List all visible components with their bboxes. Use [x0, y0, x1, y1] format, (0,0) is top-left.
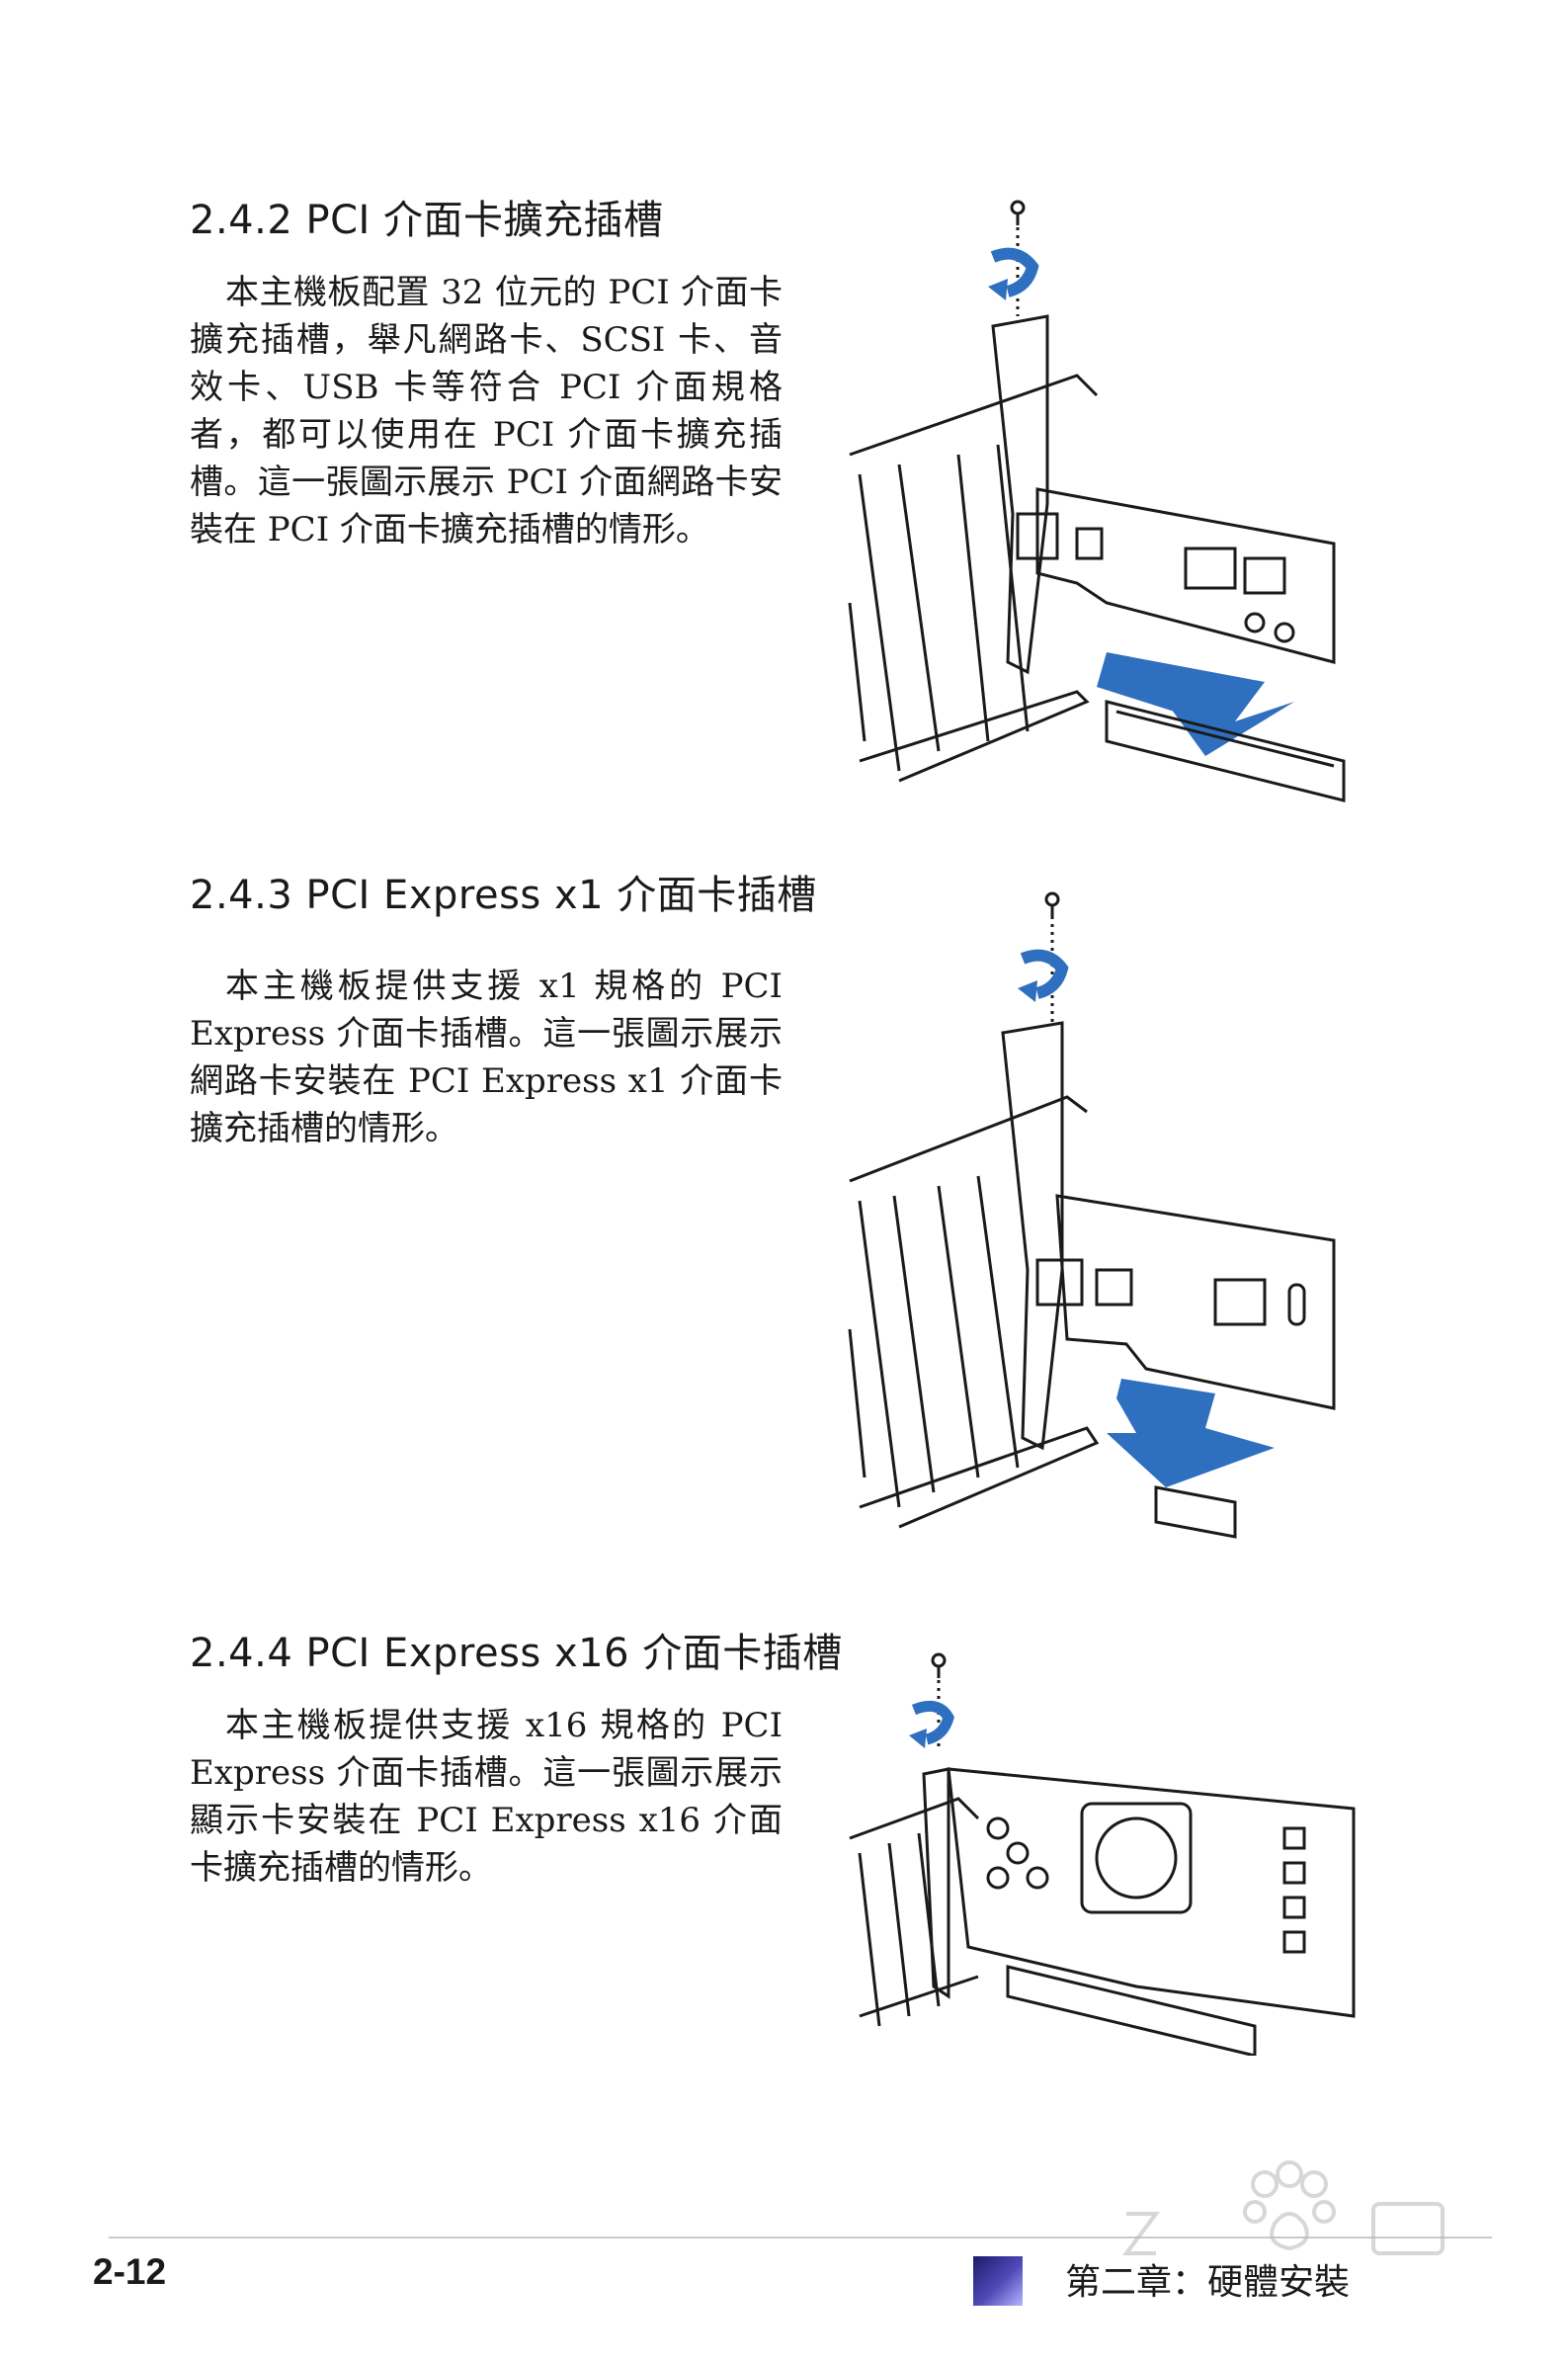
chapter-marker-icon: [973, 2256, 1023, 2306]
section-paragraph-pci: 本主機板配置 32 位元的 PCI 介面卡擴充插槽，舉凡網路卡、SCSI 卡、音…: [190, 273, 783, 549]
page-number: 2-12: [93, 2251, 167, 2292]
footer-divider: [109, 2237, 1492, 2238]
pcie-x16-card-install-illustration: [840, 1641, 1373, 2056]
section-heading-pci: 2.4.2 PCI 介面卡擴充插槽: [190, 198, 664, 243]
chapter-title: 第二章：硬體安裝: [1065, 2262, 1351, 2303]
section-paragraph-pcie-x1: 本主機板提供支援 x1 規格的 PCI Express 介面卡插槽。這一張圖示展…: [190, 967, 783, 1148]
section-heading-pcie-x1: 2.4.3 PCI Express x1 介面卡插槽: [190, 873, 817, 918]
pci-card-install-illustration: [840, 188, 1363, 840]
pcie-x1-card-install-illustration: [840, 875, 1363, 1547]
watermark-logo-icon: [1116, 2145, 1472, 2283]
section-paragraph-pcie-x16: 本主機板提供支援 x16 規格的 PCI Express 介面卡插槽。這一張圖示…: [190, 1706, 783, 1888]
section-heading-pcie-x16: 2.4.4 PCI Express x16 介面卡插槽: [190, 1631, 843, 1676]
